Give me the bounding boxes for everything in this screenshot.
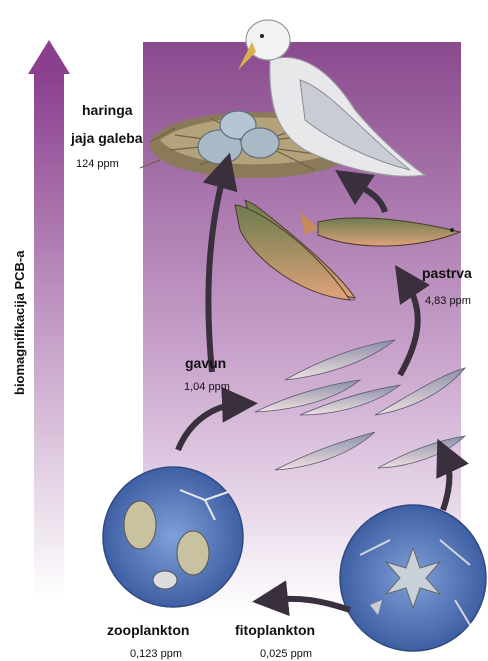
axis-label: biomagnifikacija PCB-a (12, 251, 27, 395)
phytoplankton-label: fitoplankton (235, 622, 315, 638)
trout-ppm: 4,83 ppm (425, 295, 471, 307)
zooplankton-icon (103, 467, 243, 607)
smelt-ppm: 1,04 ppm (184, 381, 230, 393)
trout-label: pastrva (422, 265, 472, 281)
herring-gull-ppm: 124 ppm (76, 158, 119, 170)
zooplankton-label: zooplankton (107, 622, 189, 638)
biomagnification-arrow (28, 40, 70, 600)
herring-gull-label-line2: jaja galeba (71, 130, 143, 146)
phytoplankton-ppm: 0,025 ppm (260, 648, 312, 660)
phytoplankton-icon (340, 505, 486, 651)
herring-gull-label-line1: haringa (82, 102, 133, 118)
zooplankton-ppm: 0,123 ppm (130, 648, 182, 660)
smelt-label: gavun (185, 355, 226, 371)
